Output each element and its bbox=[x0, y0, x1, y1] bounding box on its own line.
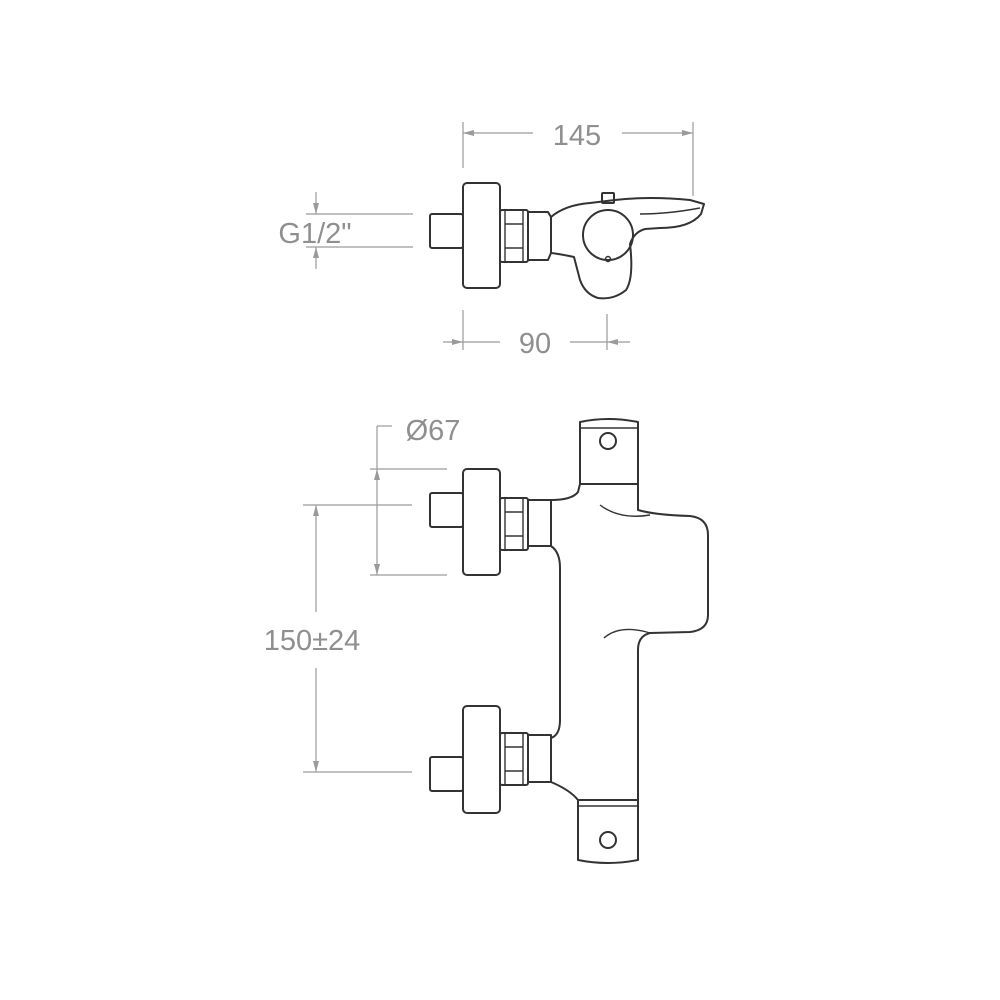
dimension-label-thread: G1/2" bbox=[278, 218, 351, 250]
side-temperature-knob bbox=[582, 209, 634, 261]
front-bottom-cap bbox=[577, 799, 639, 864]
front-upper-hex-nut bbox=[499, 497, 529, 551]
dimension-diameter: Ø67 bbox=[370, 415, 461, 576]
front-lower-inlet-pipe bbox=[429, 756, 464, 792]
front-lever-lower bbox=[603, 628, 651, 639]
front-main-body bbox=[550, 483, 709, 801]
dimension-label-145: 145 bbox=[553, 120, 601, 152]
dimension-90: 90 bbox=[443, 310, 630, 360]
dimension-label-spacing: 150±24 bbox=[264, 625, 361, 657]
side-spout-line bbox=[639, 207, 701, 215]
side-hex-nut bbox=[499, 209, 529, 263]
front-lower-flange bbox=[462, 705, 501, 814]
front-lever-face bbox=[599, 504, 651, 517]
dimension-145: 145 bbox=[462, 120, 694, 196]
front-upper-flange bbox=[462, 468, 501, 576]
front-lower-hex-nut bbox=[499, 732, 529, 786]
front-upper-inlet-pipe bbox=[429, 492, 464, 528]
side-mixer-body bbox=[550, 197, 705, 300]
side-wall-flange bbox=[462, 182, 501, 289]
front-top-cap bbox=[579, 418, 639, 485]
side-top-button bbox=[601, 192, 615, 204]
dimension-label-diameter: Ø67 bbox=[406, 415, 461, 447]
dimension-label-90: 90 bbox=[519, 328, 551, 360]
dimension-thread: G1/2" bbox=[278, 192, 413, 269]
dimension-spacing: 150±24 bbox=[264, 504, 412, 773]
side-view bbox=[429, 182, 705, 300]
front-view bbox=[429, 418, 709, 864]
side-connector-body bbox=[527, 211, 552, 261]
side-inlet-pipe bbox=[429, 213, 464, 249]
side-knob-indicator bbox=[604, 255, 612, 263]
front-bottom-indicator bbox=[599, 831, 617, 849]
front-top-indicator bbox=[599, 432, 617, 450]
